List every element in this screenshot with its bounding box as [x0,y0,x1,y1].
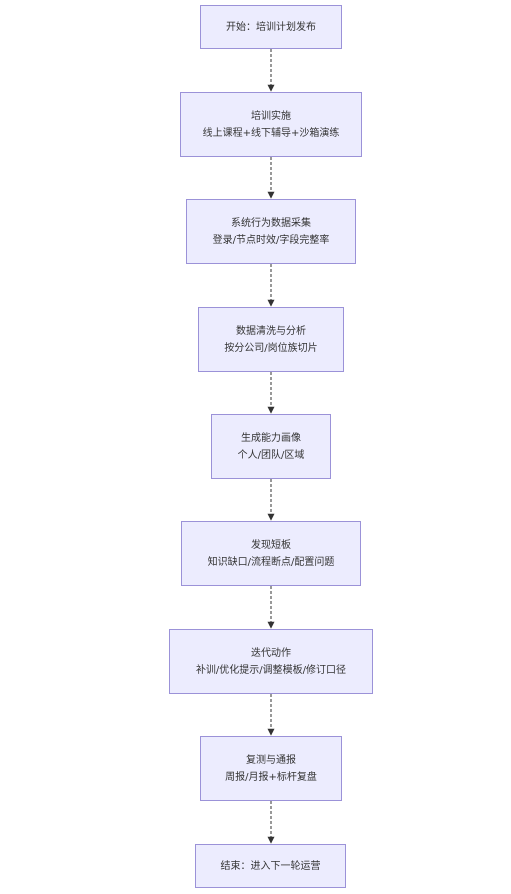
node-gaps-detail: 知识缺口/流程断点/配置问题 [207,556,335,568]
node-collect-detail: 登录/节点时效/字段完整率 [212,234,330,246]
node-end: 结束：进入下一轮运营 [195,844,346,888]
node-start: 开始：培训计划发布 [200,5,342,49]
node-clean: 数据清洗与分析 按分公司/岗位族切片 [198,307,344,372]
node-iterate-detail: 补训/优化提示/调整模板/修订口径 [195,664,347,676]
node-training-detail: 线上课程+线下辅导+沙箱演练 [202,127,340,139]
node-clean-detail: 按分公司/岗位族切片 [224,342,318,354]
node-profile-title: 生成能力画像 [241,432,301,444]
node-collect-title: 系统行为数据采集 [231,217,311,229]
node-review-title: 复测与通报 [246,754,296,766]
node-gaps-title: 发现短板 [251,539,291,551]
node-training-title: 培训实施 [251,110,291,122]
node-clean-title: 数据清洗与分析 [236,325,306,337]
node-collect: 系统行为数据采集 登录/节点时效/字段完整率 [186,199,356,264]
node-review: 复测与通报 周报/月报+标杆复盘 [200,736,342,801]
node-profile-detail: 个人/团队/区域 [237,449,305,461]
node-profile: 生成能力画像 个人/团队/区域 [211,414,331,479]
node-training: 培训实施 线上课程+线下辅导+沙箱演练 [180,92,362,157]
node-iterate-title: 迭代动作 [251,647,291,659]
node-end-line-1: 结束：进入下一轮运营 [220,860,321,872]
node-start-line-1: 开始：培训计划发布 [226,21,316,33]
node-iterate: 迭代动作 补训/优化提示/调整模板/修订口径 [169,629,373,694]
node-review-detail: 周报/月报+标杆复盘 [225,771,317,783]
node-gaps: 发现短板 知识缺口/流程断点/配置问题 [181,521,361,586]
